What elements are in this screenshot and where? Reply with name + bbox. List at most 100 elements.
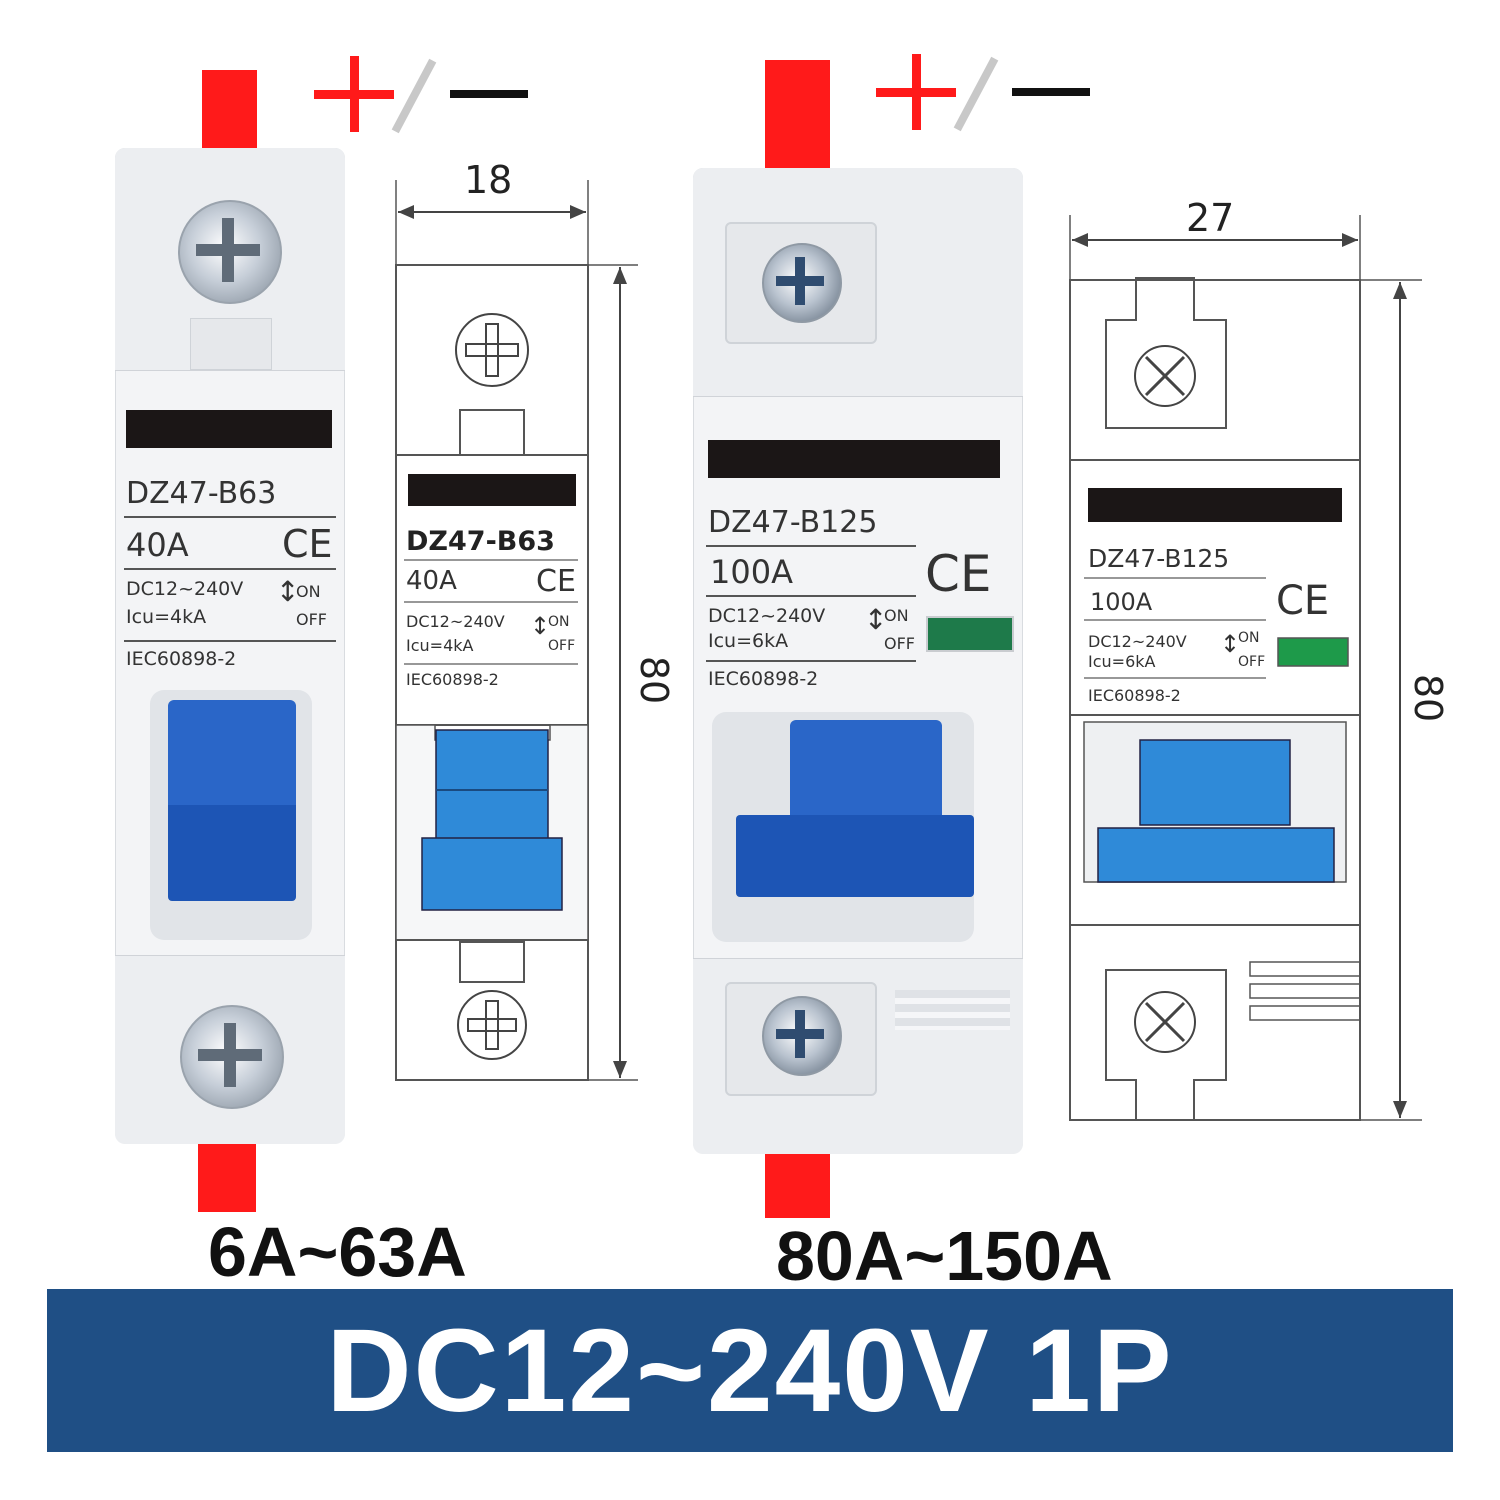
vent-slots — [895, 990, 1010, 1030]
label-bar — [708, 440, 1000, 478]
switch-handle-front — [168, 805, 296, 901]
divider — [124, 640, 336, 642]
minus-icon — [1012, 88, 1090, 96]
divider — [706, 545, 916, 547]
arrow-head — [1393, 282, 1407, 299]
drawing-standard-text: IEC60898-2 — [1088, 686, 1181, 705]
voltage-banner: DC12~240V 1P — [47, 1289, 1453, 1452]
label-bar — [408, 474, 576, 506]
slash-icon — [391, 58, 437, 134]
drawing-model-text: DZ47-B63 — [406, 526, 555, 557]
large-breaker-drawing — [1069, 215, 1422, 1121]
current-text: 100A — [710, 553, 793, 591]
large-width-dimension: 27 — [1186, 196, 1235, 240]
on-off-arrow-icon: ↕ — [530, 612, 551, 640]
outline — [1069, 279, 1361, 1121]
plus-icon-vertical — [350, 56, 359, 132]
small-height-dimension: 80 — [632, 655, 677, 705]
bottom-terminal-red — [198, 1140, 256, 1212]
slash-icon — [953, 56, 999, 132]
switch-handle[interactable] — [790, 720, 942, 820]
status-indicator — [926, 616, 1014, 652]
arrow-head — [1393, 1101, 1407, 1118]
drawing-handle-front — [1097, 827, 1335, 883]
screw-slot — [776, 276, 824, 286]
drawing-ce-mark: CE — [536, 564, 576, 599]
screw-icon — [1134, 991, 1196, 1053]
terminal-tab — [459, 941, 525, 983]
large-height-dimension: 80 — [1406, 673, 1451, 723]
drawing-current-text: 40A — [406, 566, 457, 596]
off-text: OFF — [884, 634, 915, 653]
divider — [706, 595, 916, 597]
screw-cross — [1144, 355, 1186, 397]
ce-mark: CE — [282, 522, 333, 566]
icu-text: Icu=4kA — [126, 606, 207, 628]
switch-handle-front — [736, 815, 974, 897]
drawing-model-text: DZ47-B125 — [1088, 544, 1230, 573]
voltage-text: DC12~240V — [126, 578, 244, 600]
small-width-dimension: 18 — [464, 158, 513, 202]
drawing-icu-text: Icu=6kA — [1088, 652, 1156, 671]
divider — [124, 516, 336, 518]
plus-icon-vertical — [912, 54, 921, 130]
terminal-outline — [1105, 277, 1227, 429]
arrow-head — [613, 267, 627, 284]
drawing-status-indicator — [1277, 637, 1349, 667]
model-text: DZ47-B125 — [708, 505, 878, 540]
drawing-current-text: 100A — [1090, 588, 1153, 616]
banner-text: DC12~240V 1P — [326, 1304, 1174, 1437]
drawing-voltage-text: DC12~240V — [1088, 632, 1187, 651]
drawing-standard-text: IEC60898-2 — [406, 670, 499, 689]
arrow-head — [398, 205, 414, 219]
vent-slot — [1249, 961, 1361, 977]
drawing-off-text: OFF — [1238, 654, 1266, 670]
on-off-arrow-icon: ↕ — [276, 575, 300, 608]
outline — [395, 264, 589, 1081]
top-terminal-red — [202, 70, 257, 148]
current-text: 40A — [126, 526, 189, 564]
drawing-ce-mark: CE — [1276, 578, 1330, 624]
drawing-handle-front — [421, 837, 563, 911]
screw-cross — [485, 323, 499, 377]
screw-cross — [1144, 1001, 1186, 1043]
arrow-head — [613, 1061, 627, 1078]
drawing-handle — [435, 729, 549, 841]
terminal-tab — [190, 318, 272, 370]
icu-text: Icu=6kA — [708, 630, 789, 652]
divider — [124, 568, 336, 570]
screw-icon — [457, 990, 527, 1060]
arrow-head — [1072, 233, 1088, 247]
voltage-text: DC12~240V — [708, 605, 826, 627]
screw-slot — [776, 1029, 824, 1039]
drawing-handle — [1139, 739, 1291, 826]
off-text: OFF — [296, 610, 327, 629]
drawing-icu-text: Icu=4kA — [406, 636, 474, 655]
drawing-on-text: ON — [548, 614, 570, 630]
small-range-text: 6A~63A — [208, 1213, 467, 1291]
screw-cross — [465, 343, 519, 357]
minus-icon — [450, 90, 528, 98]
drawing-on-text: ON — [1238, 630, 1260, 646]
switch-handle[interactable] — [168, 700, 296, 810]
screw-icon — [455, 313, 529, 387]
screw-icon — [1134, 345, 1196, 407]
drawing-voltage-text: DC12~240V — [406, 612, 505, 631]
screw-slot — [196, 244, 260, 256]
model-text: DZ47-B63 — [126, 476, 277, 511]
top-terminal-red — [765, 60, 830, 168]
screw-icon — [178, 200, 282, 304]
bottom-terminal-red — [765, 1150, 830, 1218]
label-bar — [1088, 488, 1342, 522]
ce-mark: CE — [925, 545, 992, 603]
vent-slot — [1249, 1005, 1361, 1021]
arrow-head — [570, 205, 586, 219]
small-breaker-drawing — [395, 180, 638, 1081]
on-off-arrow-icon: ↕ — [1220, 630, 1241, 658]
on-text: ON — [884, 606, 909, 625]
terminal-outline — [1105, 969, 1227, 1121]
on-off-arrow-icon: ↕ — [864, 603, 888, 636]
screw-cross — [485, 1000, 499, 1050]
divider — [706, 660, 916, 662]
vent-slot — [1249, 983, 1361, 999]
